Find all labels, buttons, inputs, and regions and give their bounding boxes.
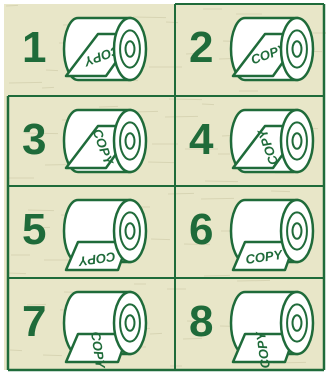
roll-core (293, 133, 302, 149)
texture-stroke (9, 82, 42, 83)
texture-stroke (10, 350, 22, 351)
texture-stroke (6, 5, 18, 6)
texture-stroke (150, 333, 162, 334)
roll-core (293, 223, 302, 239)
roll-core (126, 223, 135, 239)
panel-number: 3 (22, 115, 46, 164)
texture-stroke (148, 162, 174, 163)
texture-stroke (237, 280, 270, 281)
texture-stroke (166, 22, 178, 23)
roll-core (293, 315, 302, 331)
texture-stroke (151, 239, 170, 240)
texture-stroke (271, 191, 290, 192)
panel-number: 8 (189, 297, 213, 346)
panel-number: 7 (22, 297, 46, 346)
roll-core (126, 133, 135, 149)
texture-stroke (99, 106, 118, 107)
texture-stroke (42, 87, 54, 88)
texture-stroke (43, 355, 62, 356)
panel-number: 1 (22, 23, 46, 72)
texture-stroke (168, 193, 194, 194)
roll-core (293, 41, 302, 57)
texture-stroke (133, 17, 166, 18)
texture-stroke (201, 198, 234, 199)
texture-stroke (205, 181, 238, 182)
panel-number: 5 (22, 205, 46, 254)
roll-core (126, 315, 135, 331)
texture-stroke (7, 273, 26, 274)
texture-stroke (202, 104, 214, 105)
panel-number: 6 (189, 205, 213, 254)
texture-stroke (204, 275, 230, 276)
texture-stroke (46, 70, 58, 71)
panel-number: 2 (189, 23, 213, 72)
texture-stroke (169, 99, 202, 100)
roll-core (126, 41, 135, 57)
panel-number: 4 (189, 115, 214, 164)
